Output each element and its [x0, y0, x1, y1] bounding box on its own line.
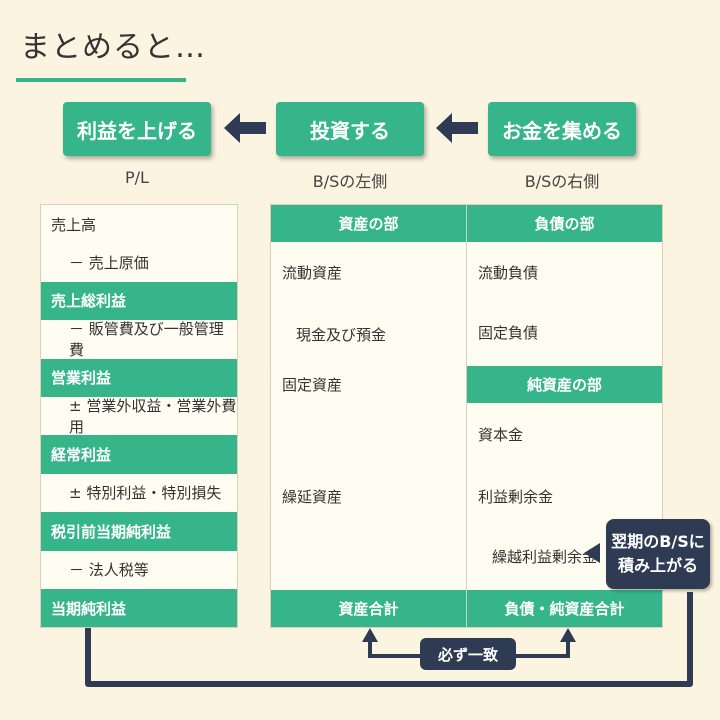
pl-row: － 法人税等: [69, 561, 149, 580]
pl-row: 税引前当期純利益: [41, 512, 237, 551]
bs-divider: [466, 204, 467, 628]
page-title: まとめると…: [20, 30, 206, 65]
total-liabilities-net-assets: 負債・純資産合計: [467, 590, 662, 627]
pl-row: 経常利益: [41, 435, 237, 474]
next-period-badge: 翌期のB/Sに 積み上がる: [606, 519, 710, 589]
pl-row: ± 特別利益・特別損失: [69, 484, 222, 503]
current-liabilities: 流動負債: [478, 264, 539, 282]
arrow-left-icon: [224, 113, 266, 143]
cash-and-deposits: 現金及び預金: [296, 326, 387, 344]
total-assets: 資産合計: [271, 590, 466, 627]
title-underline: [16, 78, 186, 82]
capital-stock: 資本金: [478, 426, 524, 444]
pl-row: 売上総利益: [41, 281, 237, 321]
pl-row: － 販管費及び一般管理費: [69, 320, 224, 360]
step-invest-subtitle: B/Sの左側: [312, 172, 388, 191]
step-funding-subtitle: B/Sの右側: [524, 172, 600, 191]
step-invest-button: 投資する: [276, 102, 424, 156]
pl-row: ± 営業外収益・営業外費用: [69, 397, 237, 437]
current-assets: 流動資産: [282, 264, 343, 282]
next-period-badge-line1: 翌期のB/Sに: [611, 532, 705, 551]
fixed-liabilities: 固定負債: [478, 324, 539, 342]
fixed-assets: 固定資産: [282, 376, 343, 394]
pl-row: － 売上原価: [69, 254, 149, 273]
step-funding-button: お金を集める: [488, 102, 636, 156]
pl-row: 当期純利益: [41, 589, 237, 628]
net-assets-header: 純資産の部: [467, 366, 662, 403]
arrow-left-icon: [436, 113, 478, 143]
next-period-badge-line2: 積み上がる: [617, 556, 698, 575]
step-profit-subtitle: P/L: [125, 168, 149, 187]
must-match-label: 必ず一致: [420, 638, 516, 670]
pl-panel: [40, 204, 238, 628]
retained-earnings-carried-forward: 繰越利益剰余金: [492, 548, 598, 566]
assets-header: 資産の部: [271, 205, 466, 242]
pl-row: 売上高: [51, 215, 97, 234]
liabilities-header: 負債の部: [467, 205, 662, 242]
deferred-assets: 繰延資産: [282, 488, 343, 506]
step-profit-button: 利益を上げる: [63, 102, 211, 156]
retained-earnings: 利益剰余金: [478, 488, 554, 506]
pl-row: 営業利益: [41, 358, 237, 397]
